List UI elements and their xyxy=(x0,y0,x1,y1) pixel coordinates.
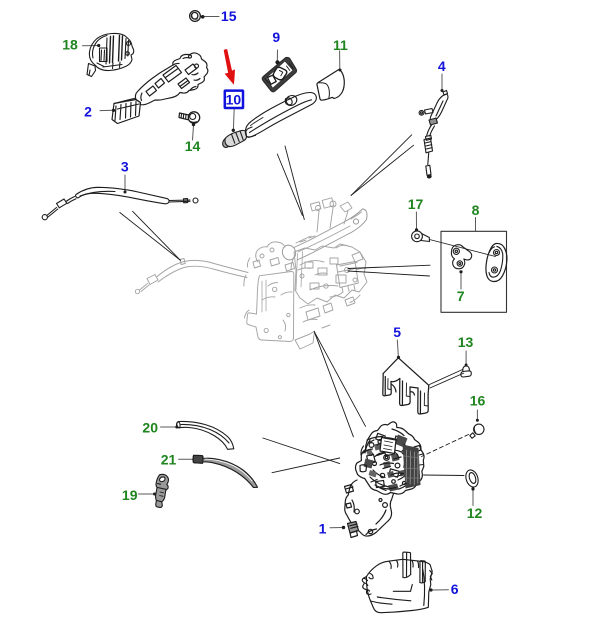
svg-text:4: 4 xyxy=(438,58,446,74)
svg-text:20: 20 xyxy=(142,420,158,436)
svg-text:2: 2 xyxy=(84,103,92,119)
svg-text:9: 9 xyxy=(272,29,280,45)
svg-text:15: 15 xyxy=(221,8,237,24)
svg-text:13: 13 xyxy=(458,334,474,350)
svg-text:16: 16 xyxy=(470,393,486,409)
svg-text:21: 21 xyxy=(161,452,177,468)
svg-text:6: 6 xyxy=(451,581,459,597)
svg-text:1: 1 xyxy=(319,520,327,536)
svg-text:12: 12 xyxy=(467,505,483,521)
svg-text:11: 11 xyxy=(333,37,348,53)
svg-text:17: 17 xyxy=(408,196,424,212)
svg-text:3: 3 xyxy=(121,159,129,175)
svg-text:10: 10 xyxy=(226,91,242,107)
svg-text:14: 14 xyxy=(185,138,201,154)
svg-text:8: 8 xyxy=(472,202,480,218)
svg-text:5: 5 xyxy=(393,324,401,340)
svg-text:19: 19 xyxy=(122,487,138,503)
svg-text:7: 7 xyxy=(457,288,465,304)
svg-text:18: 18 xyxy=(62,36,78,52)
